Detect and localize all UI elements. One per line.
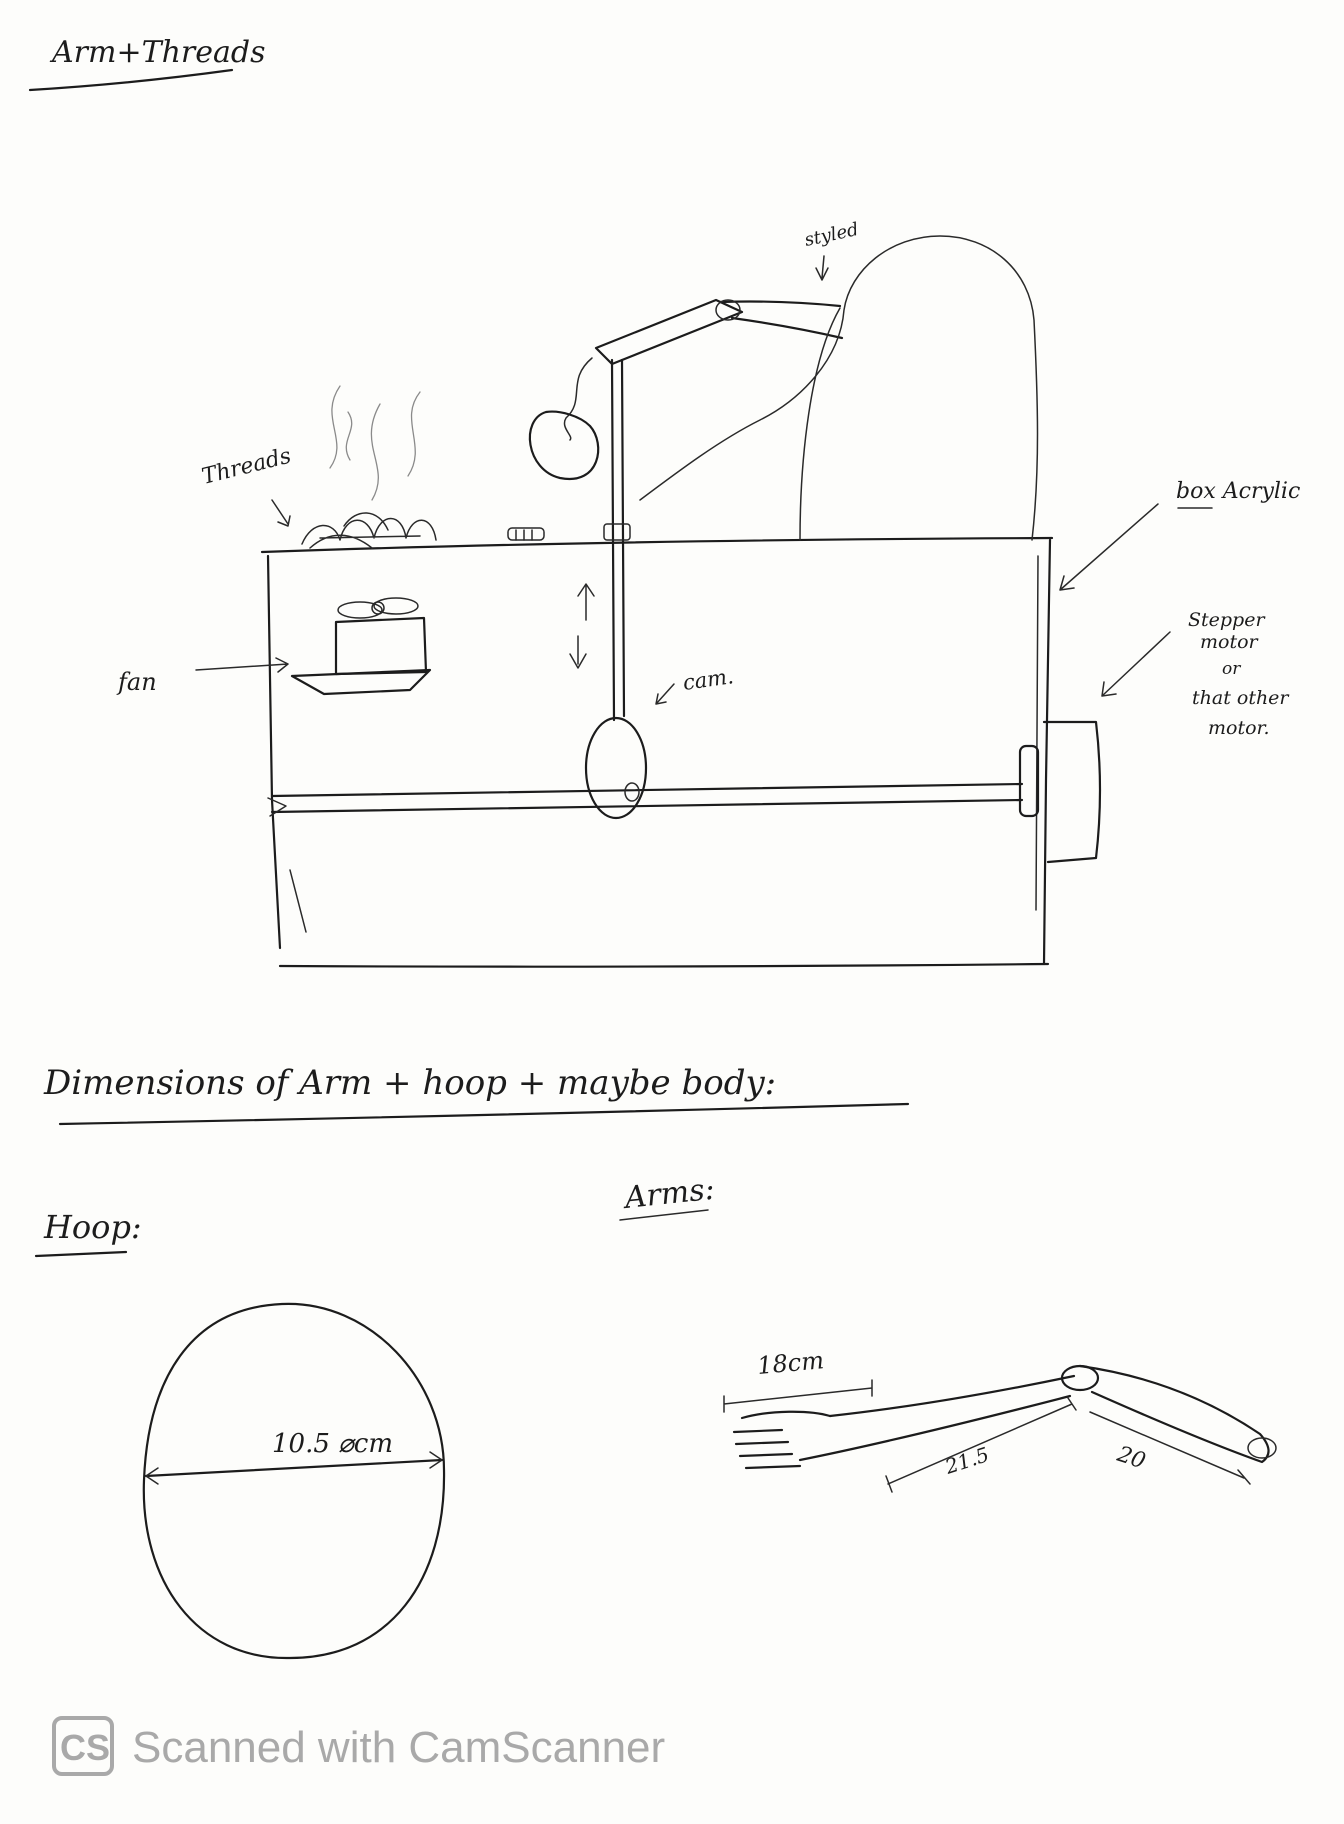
box-left-edge [268,556,280,948]
label-box-acrylic: box Acrylic [1176,479,1300,504]
motor-coupling [1020,746,1038,816]
dimensions-section: Dimensions of Arm + hoop + maybe body: H… [36,1063,1276,1658]
spool [508,528,544,540]
fan-housing [336,618,426,674]
box-acrylic-arrow [1060,504,1158,590]
hoop-diameter-label: 10.5 ⌀cm [272,1429,393,1459]
rod-right [622,360,624,716]
label-motor-2: motor [1200,631,1260,653]
fan-blade-left [338,602,382,618]
arm-forearm [720,302,842,339]
cam-wheel [586,718,646,818]
fan-blade-right [374,598,418,614]
motor-arrow [1102,632,1170,696]
box-apparatus [196,236,1170,967]
hoop-label-underline [36,1252,126,1256]
camscanner-text: Scanned with CamScanner [132,1723,665,1772]
page-title: Arm+Threads [49,35,266,70]
title-underline [30,70,232,90]
arms-label: Arms: [620,1172,716,1217]
box-right-edge-inner [1036,556,1038,910]
threads-coil [302,513,436,548]
forearm-length-label: 21.5 [941,1442,992,1479]
arm-upper-segment [596,300,742,364]
up-arrow [578,584,594,620]
camscanner-watermark: CS Scanned with CamScanner [54,1718,665,1774]
label-fan: fan [116,668,157,696]
box-top-edge [262,538,1052,552]
label-motor-3: or [1222,659,1241,679]
shaft-bottom [272,800,1022,812]
smoke-wisps [330,386,420,500]
thread-strand [564,358,592,440]
hand-length-label: 18cm [756,1346,825,1380]
label-cam: cam. [681,664,735,695]
dimensions-heading-underline [60,1104,908,1124]
hoop-diameter-line [146,1460,442,1476]
shaft-top [272,784,1022,796]
label-styled: styled [803,219,861,251]
label-motor-5: motor. [1208,717,1270,739]
threads-arrow [272,500,290,526]
arm-hand [734,1412,830,1468]
fan-base [292,670,430,694]
cam-arrow [656,684,674,704]
box-right-edge [1044,540,1050,964]
camscanner-badge-text: CS [60,1727,110,1768]
shaft-left-end [268,798,286,816]
box-bottom-edge [280,964,1048,967]
down-arrow [570,636,586,668]
label-motor-1: Stepper [1188,609,1266,631]
arm-forearm-drawing [800,1376,1074,1460]
label-threads: Threads [199,444,293,490]
dimensions-heading: Dimensions of Arm + hoop + maybe body: [43,1063,776,1103]
hand-dim-line [724,1380,872,1412]
rod-guide [604,524,630,540]
body-silhouette [640,236,1038,540]
motor-body [1044,722,1100,862]
upper-arm-length-label: 20 [1113,1442,1148,1475]
arm-hand-end [1248,1438,1276,1458]
fan-arrow [196,658,288,672]
spool-lines [516,530,532,540]
title-group: Arm+Threads [30,35,266,90]
cam-axle [625,783,639,801]
label-motor-4: that other [1192,687,1290,709]
box-lower-mark [290,870,306,932]
hoop-label: Hoop: [43,1208,142,1246]
upper-labels: styled Threads box Acrylic Stepper motor… [116,219,1300,739]
hoop-circle [144,1304,444,1658]
styled-arrow [816,256,828,280]
